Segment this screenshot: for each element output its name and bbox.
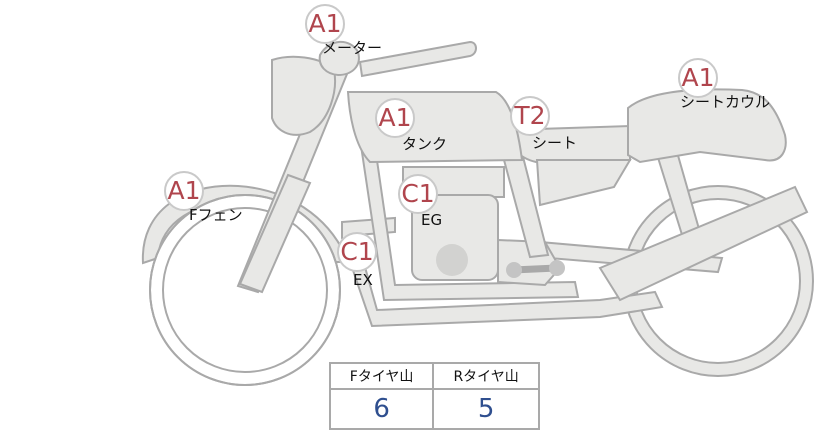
seat-cowl xyxy=(627,88,787,164)
rear-fender xyxy=(598,185,809,302)
fork-slider xyxy=(238,173,312,294)
tire-tread-table: Fタイヤ山 Rタイヤ山 6 5 xyxy=(328,362,540,430)
seat-cowl-label: シートカウル xyxy=(680,93,771,111)
side-cover xyxy=(535,159,632,207)
tire-table-header-row: Fタイヤ山 Rタイヤ山 xyxy=(328,362,540,390)
engine-cover xyxy=(436,244,468,276)
seat-label: シート xyxy=(532,134,578,152)
foot-peg-end-left xyxy=(506,262,522,278)
seat-grade-badge: T2 xyxy=(510,96,550,136)
seat-cowl-grade-badge: A1 xyxy=(678,58,718,98)
rear-tire-header: Rタイヤ山 xyxy=(432,362,540,390)
tank-label: タンク xyxy=(402,135,448,153)
front-fender-grade-badge: A1 xyxy=(164,171,204,211)
engine-grade-badge: C1 xyxy=(398,174,438,214)
handlebar xyxy=(358,40,477,78)
meter-grade-badge: A1 xyxy=(305,4,345,44)
engine-block xyxy=(411,194,499,281)
exhaust-label: EX xyxy=(353,271,373,289)
front-rim xyxy=(162,207,328,373)
headlight xyxy=(271,55,336,136)
front-fender-label: Fフェン xyxy=(189,206,243,224)
meter xyxy=(318,40,360,77)
engine-label: EG xyxy=(421,211,443,229)
front-tire-value: 6 xyxy=(328,388,435,430)
exhaust-grade-badge: C1 xyxy=(337,232,377,272)
front-tire-outline xyxy=(149,194,341,386)
meter-label: メーター xyxy=(322,39,383,57)
front-tire-header: Fタイヤ山 xyxy=(328,362,435,390)
foot-peg-end-right xyxy=(549,260,565,276)
tire-table-value-row: 6 5 xyxy=(328,388,540,430)
tank-grade-badge: A1 xyxy=(375,98,415,138)
rear-tire-value: 5 xyxy=(432,388,540,430)
